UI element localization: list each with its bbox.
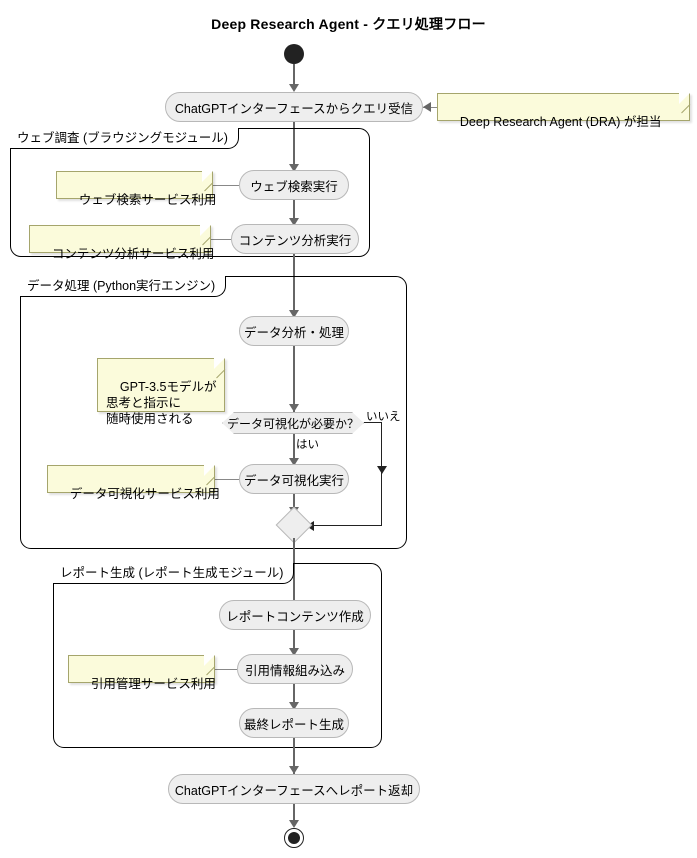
note-content-analysis-service: コンテンツ分析サービス利用 [29,225,214,261]
edge-return-to-end [293,804,295,826]
activity-generate-final-report[interactable]: 最終レポート生成 [239,708,349,738]
note-fold-line-icon [206,476,216,486]
note-arrow-icon [423,102,431,112]
note-connector-content-analysis [211,239,231,240]
activity-return-report[interactable]: ChatGPTインターフェースへレポート返却 [168,774,420,804]
note-citation-text: 引用管理サービス利用 [90,677,216,691]
edge-visualization-to-merge [293,494,295,514]
arrow-down-icon [289,164,299,172]
activity-data-analysis[interactable]: データ分析・処理 [239,316,349,346]
note-fold-icon [204,655,215,666]
edge-content-to-citation [293,630,295,652]
activity-create-report-content[interactable]: レポートコンテンツ作成 [219,600,371,630]
arrow-down-icon [377,466,387,474]
edge-analysis-to-data [293,254,295,314]
note-fold-line-icon [206,666,216,676]
partition-label-data-processing: データ処理 (Python実行エンジン) [20,276,227,297]
page-title: Deep Research Agent - クエリ処理フロー [211,16,486,32]
activity-run-visualization[interactable]: データ可視化実行 [239,464,349,494]
edge-search-to-analysis [293,200,295,222]
note-fold-icon [202,171,213,182]
partition-label-web-research: ウェブ調査 (ブラウジングモジュール) [10,128,239,149]
end-node-dot [288,832,300,844]
arrow-down-icon [289,458,299,466]
edge-decision-yes [293,434,295,466]
note-web-search-service: ウェブ検索サービス利用 [56,171,216,207]
activity-receive-query[interactable]: ChatGPTインターフェースからクエリ受信 [165,92,423,122]
note-fold-icon [214,358,225,369]
note-connector-visualization [215,479,239,480]
arrow-down-icon [289,310,299,318]
arrow-down-icon [289,766,299,774]
note-fold-line-icon [681,104,691,114]
note-fold-icon [679,93,690,104]
note-gpt-text: GPT-3.5モデルが 思考と指示に 随時使用される [106,380,217,426]
note-visualization-text: データ可視化サービス利用 [69,487,220,501]
edge-receive-to-search [293,122,295,168]
activity-content-analysis[interactable]: コンテンツ分析実行 [231,224,359,254]
activity-web-search[interactable]: ウェブ検索実行 [239,170,349,200]
arrow-down-icon [289,218,299,226]
note-connector-web-search [213,185,239,186]
edge-final-to-return [293,738,295,778]
arrow-down-icon [289,404,299,412]
note-fold-line-icon [204,182,214,192]
activity-embed-citations[interactable]: 引用情報組み込み [237,654,353,684]
note-content-analysis-text: コンテンツ分析サービス利用 [51,247,215,261]
edge-citation-to-final [293,684,295,706]
edge-start-to-receive [293,64,295,86]
note-web-search-text: ウェブ検索サービス利用 [78,193,217,207]
start-node [284,44,304,64]
partition-label-report-generation: レポート生成 (レポート生成モジュール) [53,563,295,584]
edge-no-to-merge [306,525,382,527]
arrow-down-icon [289,820,299,828]
end-node [284,828,304,848]
arrow-down-icon [289,702,299,710]
decision-visualization-needed[interactable]: データ可視化が必要か？ [222,412,364,434]
arrow-down-icon [289,648,299,656]
edge-decision-no-vertical [381,422,383,526]
note-dra-responsible: Deep Research Agent (DRA) が担当 [437,93,691,129]
edge-decision-no-horizontal [364,422,382,424]
note-fold-icon [200,225,211,236]
arrow-down-icon [289,84,299,92]
note-visualization-service: データ可視化サービス利用 [47,465,220,501]
note-gpt-model: GPT-3.5モデルが 思考と指示に 随時使用される [97,358,226,426]
note-connector-citation [215,669,237,670]
edge-data-to-decision [293,346,295,412]
note-fold-line-icon [216,369,226,379]
edge-label-no: いいえ [366,411,401,423]
note-dra-text: Deep Research Agent (DRA) が担当 [459,115,662,129]
note-fold-line-icon [202,236,212,246]
edge-label-yes: はい [296,439,319,451]
note-fold-icon [204,465,215,476]
note-citation-service: 引用管理サービス利用 [68,655,216,691]
